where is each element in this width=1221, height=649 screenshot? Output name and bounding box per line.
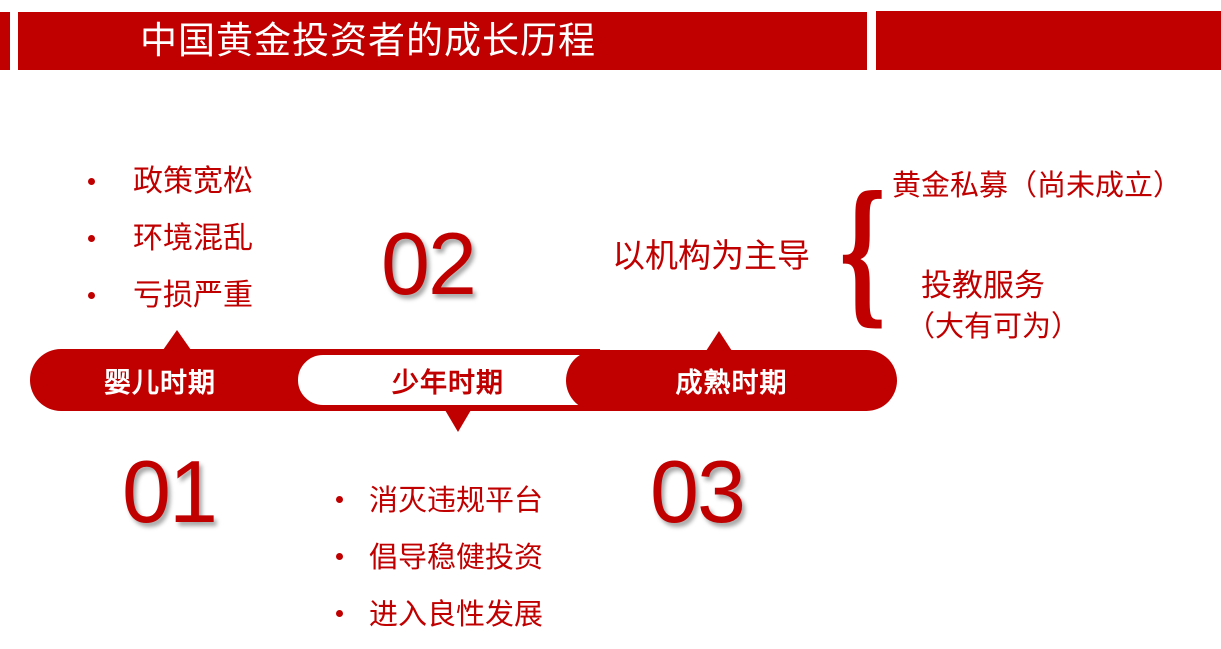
header-title-bar [18, 12, 867, 70]
mature-branch-private-fund: 黄金私募（尚未成立） [892, 168, 1183, 202]
mature-pointer-icon [706, 331, 732, 351]
list-item: 亏损严重 [88, 274, 253, 331]
mature-branch-investor-education-note: （大有可为） [906, 309, 1081, 343]
bullet-icon [88, 178, 95, 185]
bullet-icon [88, 235, 95, 242]
stage-pill-infant: 婴儿时期 [30, 349, 330, 411]
infant-pointer-icon [163, 330, 191, 350]
list-item: 政策宽松 [88, 160, 253, 217]
stage-number-03: 03 [650, 442, 746, 541]
bullet-icon [336, 610, 343, 617]
mature-main-text: 以机构为主导 [612, 236, 810, 275]
header-accent-right [876, 11, 1221, 70]
list-item: 消灭违规平台 [336, 478, 543, 535]
bullet-icon [88, 292, 95, 299]
list-item: 进入良性发展 [336, 592, 543, 649]
page-title: 中国黄金投资者的成长历程 [140, 19, 596, 62]
bullet-icon [336, 553, 343, 560]
stage-number-01: 01 [122, 442, 218, 541]
youth-bullet-list: 消灭违规平台 倡导稳健投资 进入良性发展 [336, 478, 543, 649]
stage-pill-mature: 成熟时期 [566, 350, 897, 411]
bullet-icon [336, 496, 343, 503]
header-accent-left [0, 12, 10, 70]
list-item: 环境混乱 [88, 217, 253, 274]
mature-branch-investor-education: 投教服务 [921, 268, 1045, 304]
stage-number-02: 02 [381, 214, 477, 313]
infant-bullet-list: 政策宽松 环境混乱 亏损严重 [88, 160, 253, 331]
list-item: 倡导稳健投资 [336, 535, 543, 592]
youth-pointer-icon [445, 410, 471, 432]
curly-brace-icon: { [836, 164, 890, 340]
stage-pill-youth: 少年时期 [293, 350, 613, 410]
